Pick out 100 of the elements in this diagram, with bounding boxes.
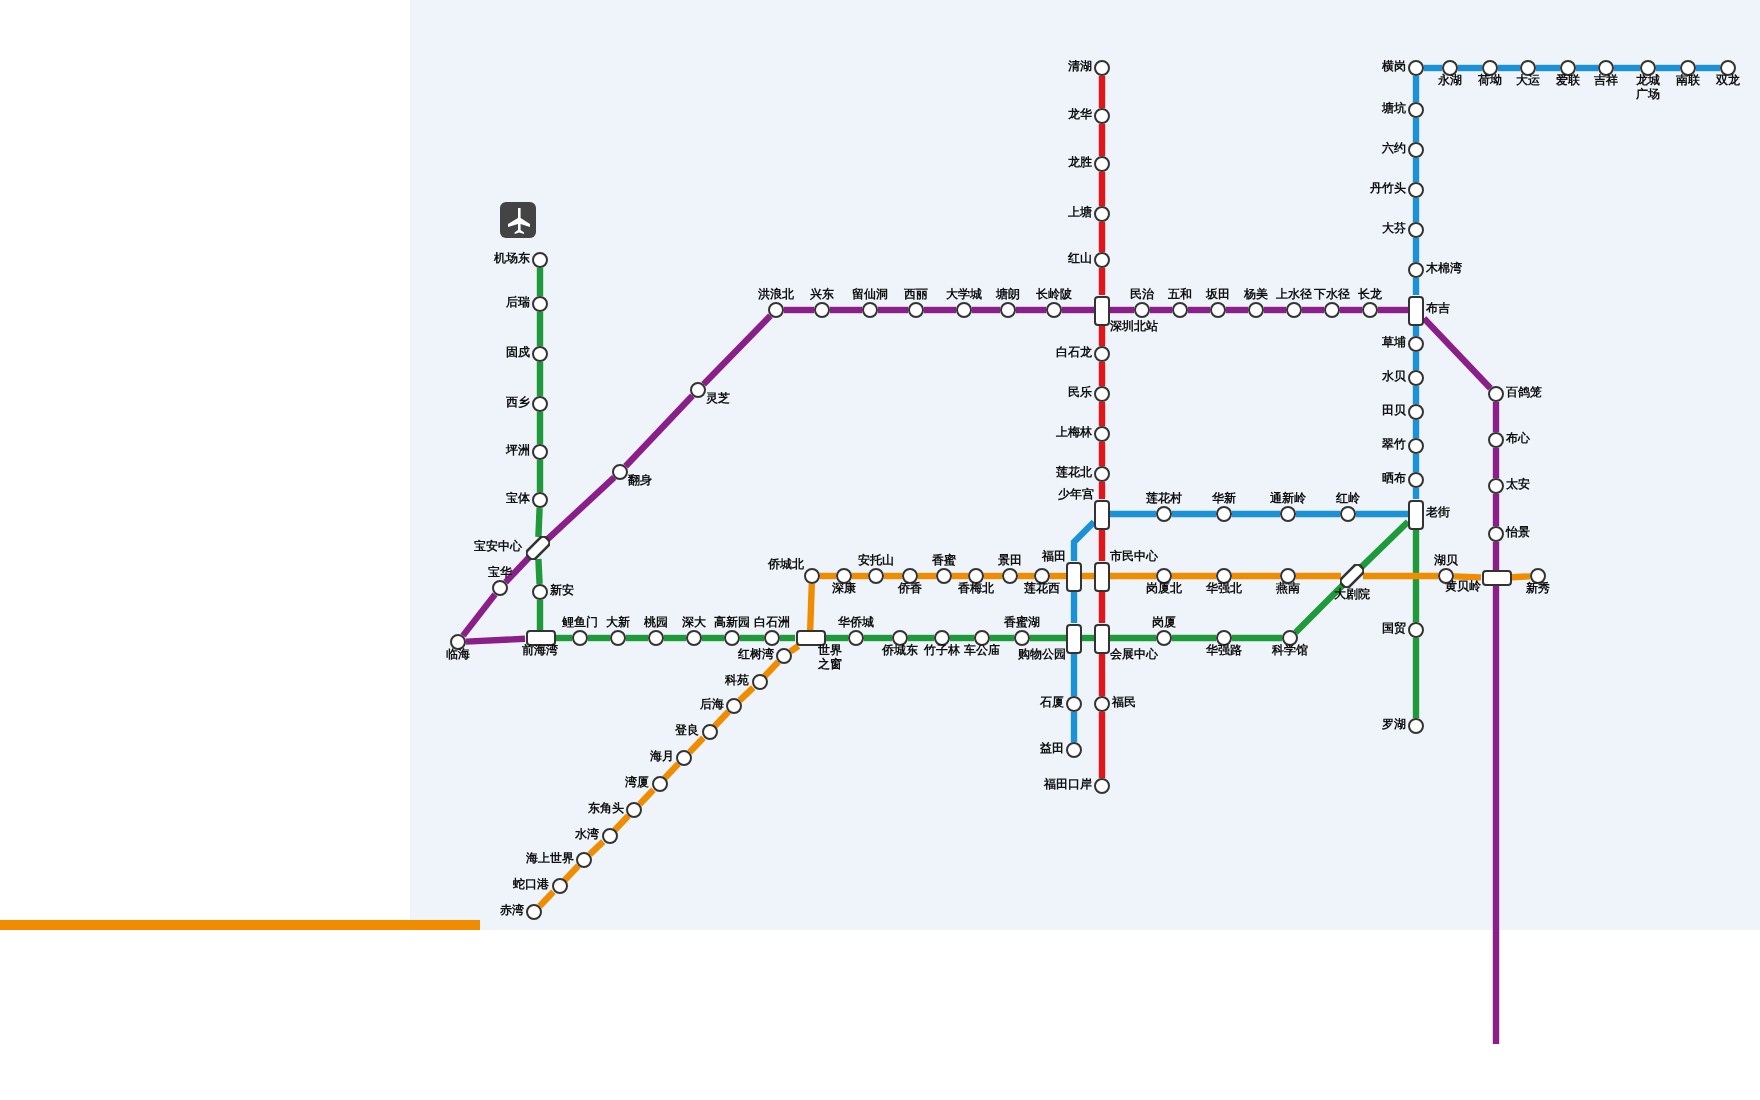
metro-line-segment [1110, 306, 1134, 314]
metro-line-segment [623, 393, 695, 469]
metro-line-segment [536, 268, 544, 296]
metro-line-segment [1098, 268, 1106, 295]
metro-line-segment [536, 412, 544, 444]
metro-line-segment [1412, 198, 1420, 222]
metro-line-segment [1098, 76, 1106, 108]
metro-line-segment [1232, 572, 1280, 580]
metro-line-segment [503, 553, 533, 585]
metro-line-segment [984, 572, 1002, 580]
metro-line-segment [1453, 573, 1482, 581]
metro-line-segment [537, 889, 556, 909]
metro-line-segment [1070, 712, 1078, 742]
metro-line-segment [664, 634, 686, 642]
metro-line-segment [972, 306, 1000, 314]
metro-line-segment [702, 634, 724, 642]
metro-line-segment [1172, 510, 1216, 518]
metro-line-segment [788, 643, 801, 655]
metro-line-segment [1510, 573, 1531, 581]
metro-line-segment [1098, 402, 1106, 426]
metro-line-segment [1232, 510, 1280, 518]
metro-line-segment [1098, 442, 1106, 466]
metro-line-segment [1492, 402, 1500, 432]
metro-line-segment [990, 634, 1014, 642]
metro-line-segment [918, 572, 936, 580]
metro-line-segment [884, 572, 902, 580]
metro-line-segment [1302, 306, 1324, 314]
metro-line-segment [536, 600, 544, 630]
metro-line-segment [535, 558, 543, 585]
metro-line-segment [740, 634, 764, 642]
metro-line-segment [1150, 306, 1172, 314]
metro-line-segment [687, 735, 706, 755]
metro-line-segment [1412, 488, 1420, 499]
metro-line-segment [1098, 172, 1106, 206]
metro-line-segment [612, 813, 631, 833]
metro-line-segment [1070, 591, 1078, 623]
metro-line-segment [1172, 572, 1216, 580]
metro-line-segment [1492, 448, 1500, 478]
metro-line-segment [536, 312, 544, 346]
metro-line-segment [1188, 306, 1210, 314]
metro-line-segment [1412, 158, 1420, 182]
metro-line-segment [1264, 306, 1286, 314]
metro-line-segment [864, 634, 892, 642]
metro-line-segment [536, 460, 544, 492]
metro-line-segment [807, 583, 815, 631]
metro-line-segment [626, 634, 648, 642]
metro-line-segment [1070, 519, 1097, 561]
metro-line-segment [1098, 482, 1106, 499]
metro-line-segment [1656, 64, 1680, 72]
metro-line-segment [950, 634, 974, 642]
metro-line-segment [830, 306, 862, 314]
metro-line-segment [1098, 124, 1106, 156]
metro-line-segment [1110, 572, 1156, 580]
metro-line-segment [1296, 510, 1340, 518]
metro-line-segment [924, 306, 956, 314]
metro-line-segment [701, 313, 773, 387]
metro-line-segment [712, 709, 731, 729]
metro-line-segment [1363, 572, 1438, 580]
metro-line-segment [460, 592, 498, 638]
metro-line-segment [1098, 362, 1106, 386]
metro-line-segment [908, 634, 934, 642]
metro-line-segment [1412, 420, 1420, 438]
metro-line-segment [1614, 64, 1640, 72]
metro-line-segment [1412, 118, 1420, 142]
metro-line-segment [1412, 638, 1420, 718]
metro-line-segment [1492, 494, 1500, 526]
metro-line-segment [1098, 529, 1106, 561]
metro-line-segment [1098, 222, 1106, 252]
metro-line-segment [825, 634, 848, 642]
metro-line-segment [1340, 306, 1362, 314]
metro-line-segment [1424, 64, 1442, 72]
metro-line-segment [762, 659, 781, 679]
metro-line-segment [1232, 634, 1282, 642]
metro-line-segment [952, 572, 968, 580]
metro-line-segment [1412, 238, 1420, 262]
metro-line-segment [1226, 306, 1248, 314]
metro-line-segment [878, 306, 908, 314]
metro-line-segment [1172, 634, 1216, 642]
metro-line-segment [662, 761, 681, 781]
metro-line-segment [1696, 64, 1720, 72]
metro-line-segment [737, 685, 756, 703]
metro-line-segment [1498, 64, 1520, 72]
metro-line-segment [588, 634, 610, 642]
metro-line-segment [1412, 352, 1420, 370]
metro-line-segment [1576, 64, 1598, 72]
metro-line-segment [1062, 306, 1094, 314]
metro-line-segment [852, 572, 868, 580]
metro-line-segment [1293, 581, 1347, 635]
metro-line-segment [1412, 386, 1420, 404]
metro-line-segment [1421, 316, 1493, 391]
metro-line-segment [1110, 510, 1156, 518]
metro-line-segment [1412, 278, 1420, 295]
metro-line-segment [1378, 306, 1408, 314]
metro-line-segment [1536, 64, 1560, 72]
metro-line-segment [535, 507, 543, 538]
metro-line-segment [465, 635, 526, 645]
metro-line-segment [1070, 653, 1078, 696]
metro-line-segment [820, 572, 836, 580]
metro-line-segment [1357, 519, 1411, 571]
metro-line-segment [637, 787, 656, 807]
